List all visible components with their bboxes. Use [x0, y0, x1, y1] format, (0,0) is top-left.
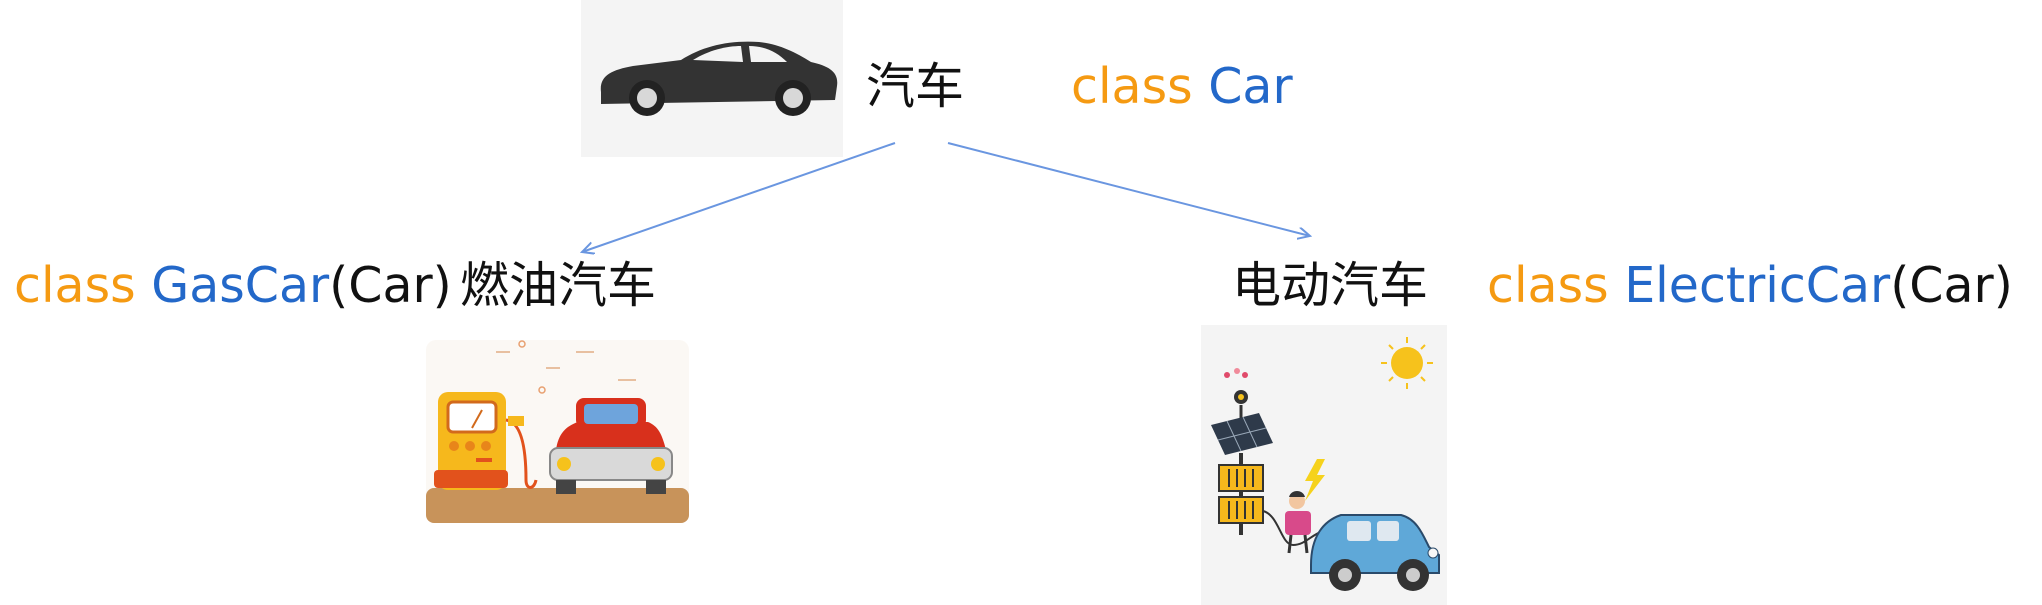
class-name-gascar: GasCar	[151, 257, 330, 314]
gas-station-image	[426, 340, 689, 523]
gascar-cn-label: 燃油汽车	[460, 257, 657, 314]
class-name-car: Car	[1208, 58, 1293, 115]
class-keyword: class	[14, 257, 136, 314]
gascar-class-code: class GasCar(Car)	[14, 256, 452, 316]
parent-class: (Car)	[329, 257, 452, 314]
arrow-to-electriccar	[947, 142, 1310, 236]
class-keyword: class	[1487, 257, 1609, 314]
electriccar-cn-label: 电动汽车	[1232, 257, 1429, 314]
parent-class: (Car)	[1890, 257, 2013, 314]
gas-station-car-icon	[426, 340, 689, 523]
car-cn-label: 汽车	[866, 58, 965, 115]
sedan-car-image	[581, 0, 843, 157]
sedan-car-icon	[600, 41, 838, 116]
class-name-electriccar: ElectricCar	[1624, 257, 1891, 314]
electriccar-class-code: class ElectricCar(Car)	[1487, 256, 2013, 316]
electric-car-charging-icon	[1211, 337, 1440, 591]
class-keyword: class	[1071, 58, 1193, 115]
arrow-to-gascar	[582, 142, 896, 252]
electric-car-image	[1201, 325, 1447, 605]
car-class-code: class Car	[1071, 57, 1293, 117]
